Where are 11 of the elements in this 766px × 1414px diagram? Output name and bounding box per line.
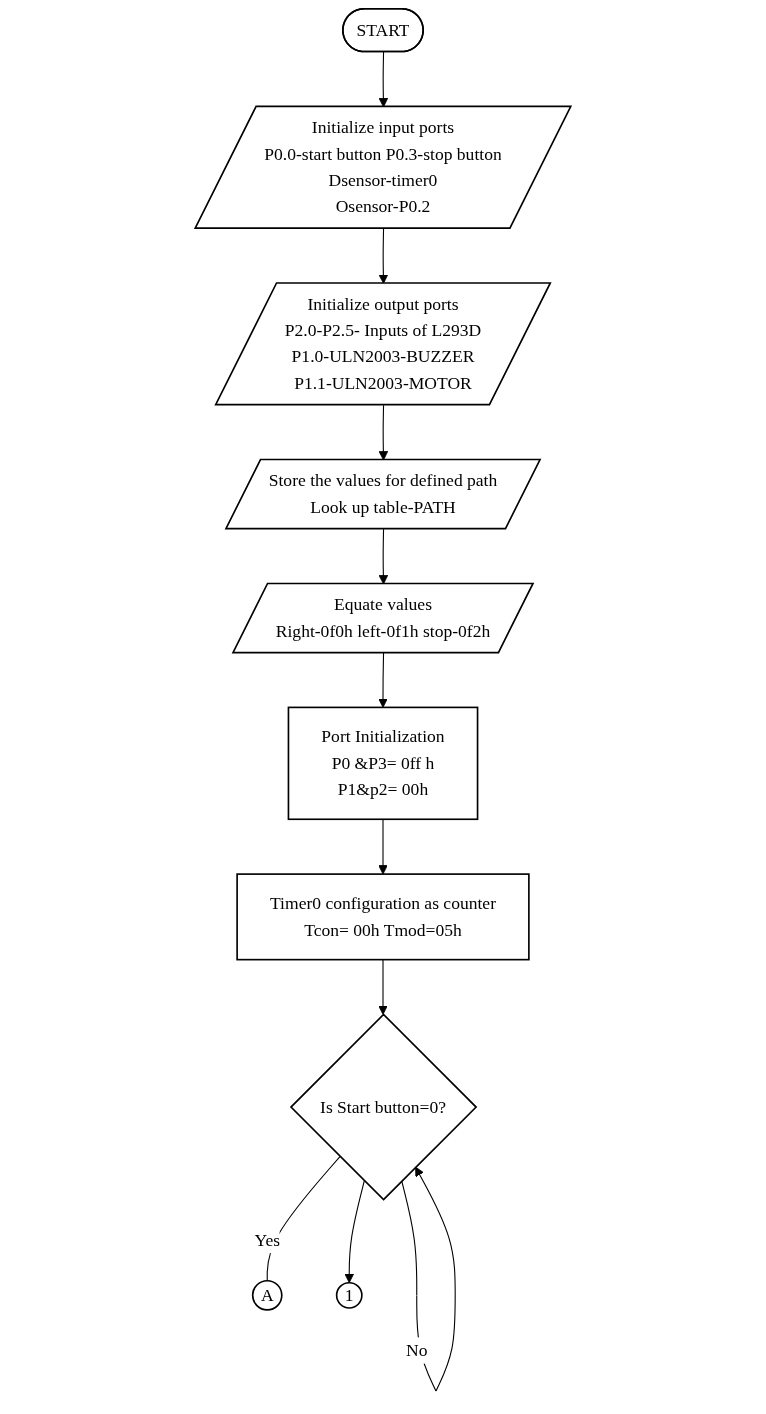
edge-label: Yes bbox=[254, 1230, 280, 1249]
node-circle: 1 bbox=[335, 1281, 363, 1309]
arrow bbox=[378, 652, 388, 708]
node-box: Timer0 configuration as counter Tcon= 00h Tmod=05h bbox=[236, 873, 530, 961]
node-circle: A bbox=[251, 1279, 283, 1311]
node-diamond: Is Start button=0? bbox=[289, 1013, 478, 1201]
arrow bbox=[378, 818, 388, 875]
arrow bbox=[344, 1180, 365, 1284]
node-box: Port Initialization P0 &P3= 0ff h P1&p2= 00h bbox=[287, 706, 479, 821]
arrow bbox=[378, 959, 388, 1015]
edge-label: No bbox=[406, 1340, 428, 1360]
